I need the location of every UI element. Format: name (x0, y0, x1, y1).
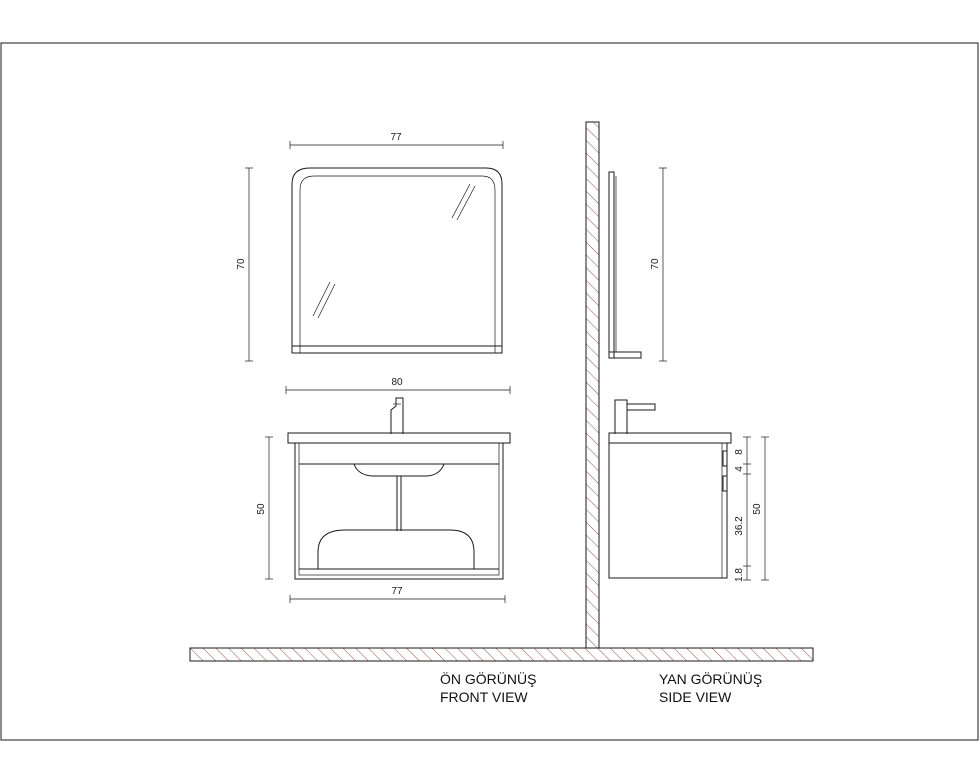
front-cabinet-height-dim: 50 (256, 436, 273, 580)
front-view-caption-tr: ÖN GÖRÜNÜŞ (440, 671, 537, 687)
side-cabinet-height-dim: 50 (752, 436, 769, 581)
side-cabinet-height-label: 50 (752, 503, 763, 515)
front-cabinet (287, 397, 511, 580)
side-segment-label-1: 8 (734, 449, 745, 455)
side-segment-label-3: 36.2 (734, 516, 745, 536)
side-mirror-height-label: 70 (650, 258, 661, 270)
front-mirror-height-dim: 70 (236, 167, 253, 362)
side-mirror (608, 171, 642, 359)
side-mirror-height-dim: 70 (650, 167, 667, 362)
side-cabinet-segment-dims: 8 4 36.2 1.8 (734, 436, 751, 582)
front-cabinet-bottom-width-label: 77 (391, 586, 403, 597)
side-view-caption-en: SIDE VIEW (659, 689, 732, 705)
drawing-frame (0, 42, 979, 741)
floor-hatch (189, 647, 814, 662)
side-segment-label-4: 1.8 (734, 568, 745, 582)
front-cabinet-top-width-label: 80 (391, 377, 403, 388)
front-cabinet-height-label: 50 (256, 503, 267, 515)
side-view-caption: YAN GÖRÜNÜŞ SIDE VIEW (659, 670, 762, 706)
side-cabinet (608, 399, 732, 579)
front-mirror (291, 167, 503, 354)
front-mirror-height-label: 70 (236, 258, 247, 270)
wall-hatch (585, 121, 600, 649)
side-segment-label-2: 4 (734, 466, 745, 472)
front-mirror-width-dim: 77 (289, 132, 504, 149)
front-view-caption: ÖN GÖRÜNÜŞ FRONT VIEW (440, 670, 536, 706)
front-cabinet-top-width-dim: 80 (285, 377, 511, 394)
front-mirror-width-label: 77 (390, 132, 402, 143)
front-view-caption-en: FRONT VIEW (440, 689, 528, 705)
side-view-caption-tr: YAN GÖRÜNÜŞ (659, 671, 763, 687)
front-cabinet-bottom-width-dim: 77 (289, 586, 506, 603)
